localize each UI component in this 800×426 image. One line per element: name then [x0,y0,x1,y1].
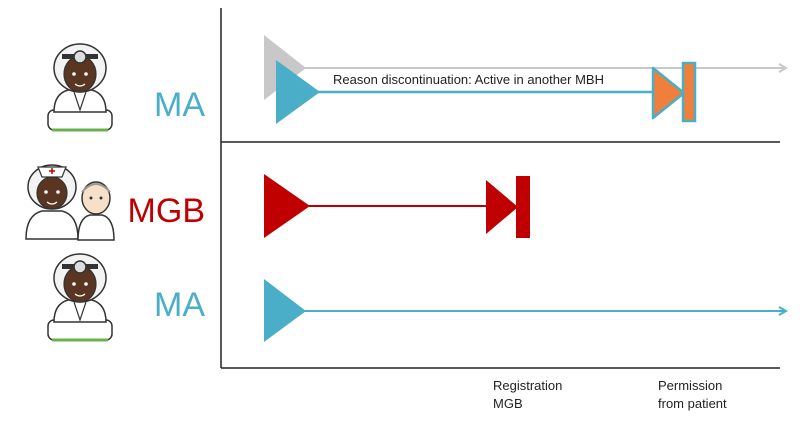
milestone-registration-line2: MGB [493,396,523,411]
mgb-end-triangle [486,180,518,234]
nurse-avatar-icon [25,164,79,240]
mgb-end-bar [516,176,530,238]
end-marker-bar [681,61,697,123]
ma-start-marker-top [276,60,320,124]
row-label-ma-bottom: MA [154,286,205,324]
doctor-avatar-icon [47,43,113,132]
row-label-ma-top: MA [154,86,205,124]
patient-avatar-icon [77,181,115,241]
discontinuation-reason-label: Reason discontinuation: Active in anothe… [333,72,604,87]
doctor-avatar-icon [47,253,113,342]
milestone-registration-line1: Registration [493,378,562,393]
milestone-permission-line1: Permission [658,378,722,393]
ma-start-marker-bottom [264,279,306,342]
row-label-mgb: MGB [128,192,205,230]
mgb-start-marker [264,174,310,238]
end-marker-triangle [651,66,686,120]
milestone-permission-line2: from patient [658,396,727,411]
